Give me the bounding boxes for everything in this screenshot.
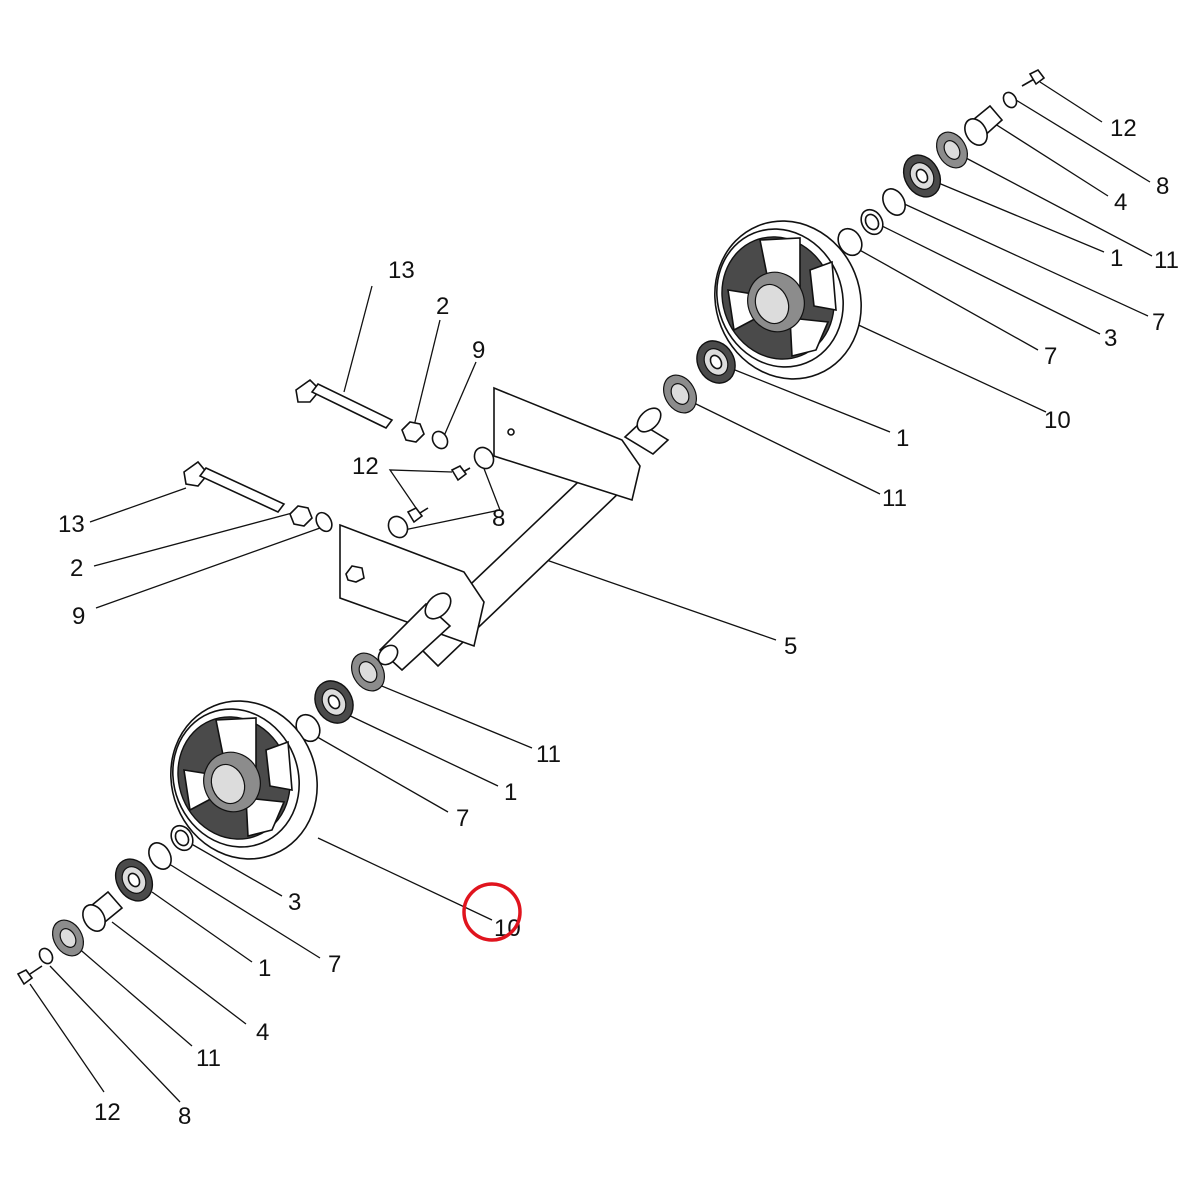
- callout-label: 11: [536, 741, 561, 768]
- nut-2-lower: [289, 505, 313, 527]
- callout-label: 11: [882, 485, 907, 512]
- callout-label: 13: [388, 257, 415, 284]
- callout-label: 12: [352, 453, 379, 480]
- shaft-end-right: [636, 407, 662, 433]
- seal-11-left-inner: [351, 652, 385, 692]
- callout-label: 13: [58, 511, 85, 538]
- callout-label: 3: [288, 889, 301, 916]
- callout-label: 3: [1104, 325, 1117, 352]
- washer-8-top-right: [1002, 91, 1018, 109]
- seal-11-top-right: [935, 131, 969, 169]
- callout-label: 5: [784, 633, 797, 660]
- shaft-stub-left: [377, 592, 452, 672]
- ring-7-left-outer: [148, 842, 172, 870]
- highlight-circle-marker: [462, 882, 522, 942]
- screw-12-upper: [450, 464, 471, 482]
- ring-7-right: [837, 227, 863, 257]
- callout-label: 11: [1154, 247, 1179, 274]
- wheel-10-left: [170, 700, 318, 860]
- ring-7-top-right: [882, 188, 906, 216]
- bearing-1-left-outer: [114, 858, 154, 902]
- seal-11-right: [663, 374, 697, 414]
- bolt-13-upper: [295, 378, 394, 430]
- callout-label: 8: [492, 505, 505, 532]
- ring-3-left: [170, 824, 194, 852]
- spacer-4-top-right: [964, 104, 1004, 146]
- seal-11-left-outer: [51, 919, 85, 957]
- wheel-10-right: [714, 220, 862, 380]
- callout-label: 8: [178, 1103, 191, 1130]
- callout-label: 11: [196, 1045, 221, 1072]
- bearing-1-top-right: [902, 154, 942, 198]
- screw-12-lower: [406, 506, 429, 524]
- callout-label: 2: [436, 293, 449, 320]
- mounting-plate-right: [493, 386, 641, 502]
- callout-label: 2: [70, 555, 83, 582]
- callout-label: 1: [504, 779, 517, 806]
- mounting-plate-left: [339, 523, 485, 648]
- callout-label: 12: [94, 1099, 121, 1126]
- callout-label: 1: [1110, 245, 1123, 272]
- callout-label: 9: [472, 337, 485, 364]
- callout-label: 7: [328, 951, 341, 978]
- callout-label: 7: [1044, 343, 1057, 370]
- callout-label: 8: [1156, 173, 1169, 200]
- callout-labels: 12 8 4 11 1 7 3 7 10 1 11 13 2 9 12 8 13…: [58, 115, 1179, 1130]
- bolt-13-lower: [183, 460, 286, 513]
- spacer-4-left: [82, 890, 124, 932]
- washer-8-upper: [473, 446, 495, 470]
- callout-label: 12: [1110, 115, 1137, 142]
- bearing-1-left-inner: [314, 680, 354, 724]
- screw-12-left-outer: [16, 965, 43, 986]
- callout-label: 1: [896, 425, 909, 452]
- washer-8-lower: [387, 515, 409, 539]
- washer-9-upper: [431, 430, 449, 450]
- callout-label: 7: [1152, 309, 1165, 336]
- callout-label: 9: [72, 603, 85, 630]
- bearing-1-right: [696, 340, 736, 384]
- washer-9-lower: [315, 511, 333, 533]
- callout-label: 4: [256, 1019, 269, 1046]
- callout-label: 10: [1044, 407, 1071, 434]
- leader-lines: [29, 81, 1153, 1103]
- callout-label: 7: [456, 805, 469, 832]
- washer-8-left-outer: [38, 947, 54, 965]
- nut-2-upper: [401, 421, 425, 443]
- callout-label: 1: [258, 955, 271, 982]
- screw-12-top-right: [1021, 68, 1046, 87]
- callout-label: 4: [1114, 189, 1127, 216]
- ring-3-top-right: [860, 208, 884, 236]
